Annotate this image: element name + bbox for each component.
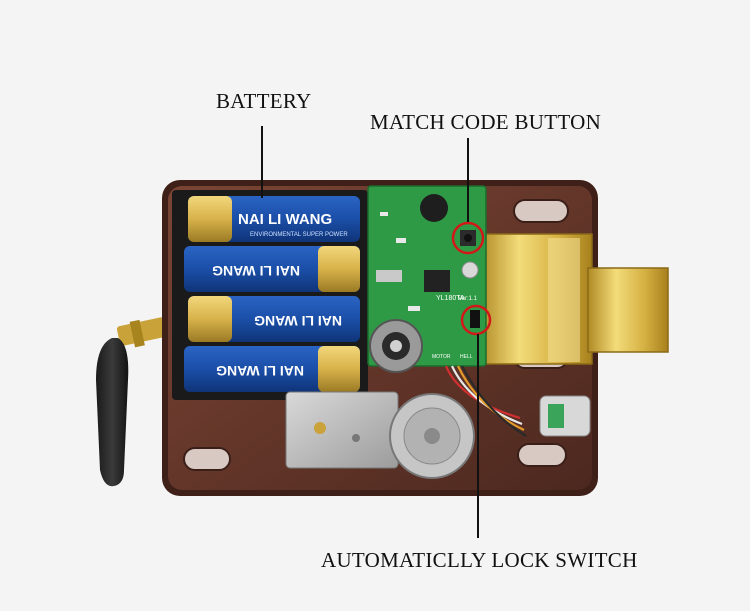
battery-brand-text: NAI LI WANG [254, 313, 342, 329]
lock-bolt [479, 233, 669, 365]
match-code-button [451, 221, 485, 255]
auto-lock-switch-label: AUTOMATICLLY LOCK SWITCH [321, 548, 638, 572]
battery-cell-1: NAI LI WANG ENVIRONMENTAL SUPER POWER [188, 196, 360, 242]
auto-lock-switch [460, 304, 492, 336]
battery-cell-4: NAI LI WANG [184, 346, 360, 392]
battery-brand-text: NAI LI WANG [212, 263, 300, 279]
pcb-model-text: YL180TA [436, 295, 465, 302]
auto-lock-highlight-circle [460, 304, 492, 336]
motor [389, 393, 475, 479]
pcb-motor-text: MOTOR [432, 354, 451, 360]
antenna [96, 317, 167, 487]
battery-brand-text: NAI LI WANG [238, 211, 332, 228]
pcb-hell-text: HELL [460, 354, 473, 360]
battery-cell-3: NAI LI WANG [188, 296, 360, 342]
cam-gear [369, 319, 423, 373]
battery-cell-2: NAI LI WANG [184, 246, 360, 292]
pcb-version-text: Ver:1.1 [458, 296, 478, 302]
wires [444, 365, 527, 437]
limit-switch [539, 395, 591, 437]
battery-subtitle-text: ENVIRONMENTAL SUPER POWER [250, 232, 348, 238]
gear-plate [285, 391, 399, 469]
match-code-highlight-circle [451, 221, 485, 255]
battery-brand-text: NAI LI WANG [216, 363, 304, 379]
battery-label: BATTERY [216, 89, 312, 113]
match-code-button-label: MATCH CODE BUTTON [370, 110, 602, 134]
